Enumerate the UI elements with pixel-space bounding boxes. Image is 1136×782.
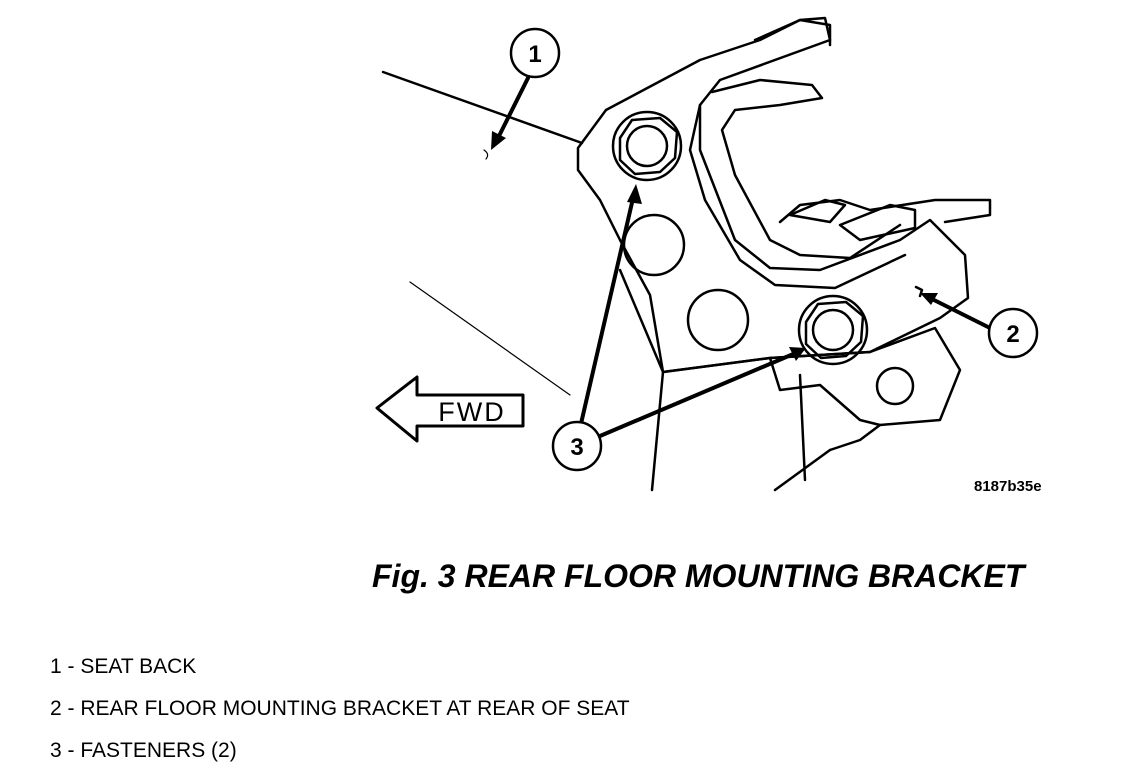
legend-number: 2 (50, 697, 62, 720)
legend-text: REAR FLOOR MOUNTING BRACKET AT REAR OF S… (80, 697, 630, 720)
legend-item: 1 - SEAT BACK (50, 655, 197, 678)
callout-number-1: 1 (528, 41, 541, 68)
fastener-upper-bolt (611, 110, 683, 182)
legend-item: 2 - REAR FLOOR MOUNTING BRACKET AT REAR … (50, 697, 630, 720)
leader-lines (495, 76, 992, 438)
legend-text: FASTENERS (2) (80, 739, 237, 762)
callout-circle-2 (987, 307, 1039, 359)
legend-text: SEAT BACK (80, 655, 197, 678)
fastener-lower-bolt (797, 294, 869, 366)
callout-circle-3 (551, 420, 603, 472)
floor-base (618, 268, 962, 492)
mounting-bracket (576, 16, 992, 374)
figure-code: 8187b35e (974, 478, 1042, 495)
callout-number-3: 3 (570, 434, 583, 461)
callout-number-2: 2 (1006, 321, 1019, 348)
callout-legend: 1 - SEAT BACK 2 - REAR FLOOR MOUNTING BR… (50, 652, 630, 778)
legend-item: 3 - FASTENERS (2) (50, 739, 237, 762)
leader-arrowheads (491, 131, 938, 361)
callout-circle-1 (509, 27, 561, 79)
legend-number: 3 (50, 739, 62, 762)
legend-number: 1 (50, 655, 62, 678)
fwd-label: FWD (438, 397, 505, 427)
figure-caption: Fig. 3 REAR FLOOR MOUNTING BRACKET (372, 558, 1025, 594)
forward-direction-arrow (375, 375, 525, 443)
seat-back-outline (381, 70, 584, 396)
